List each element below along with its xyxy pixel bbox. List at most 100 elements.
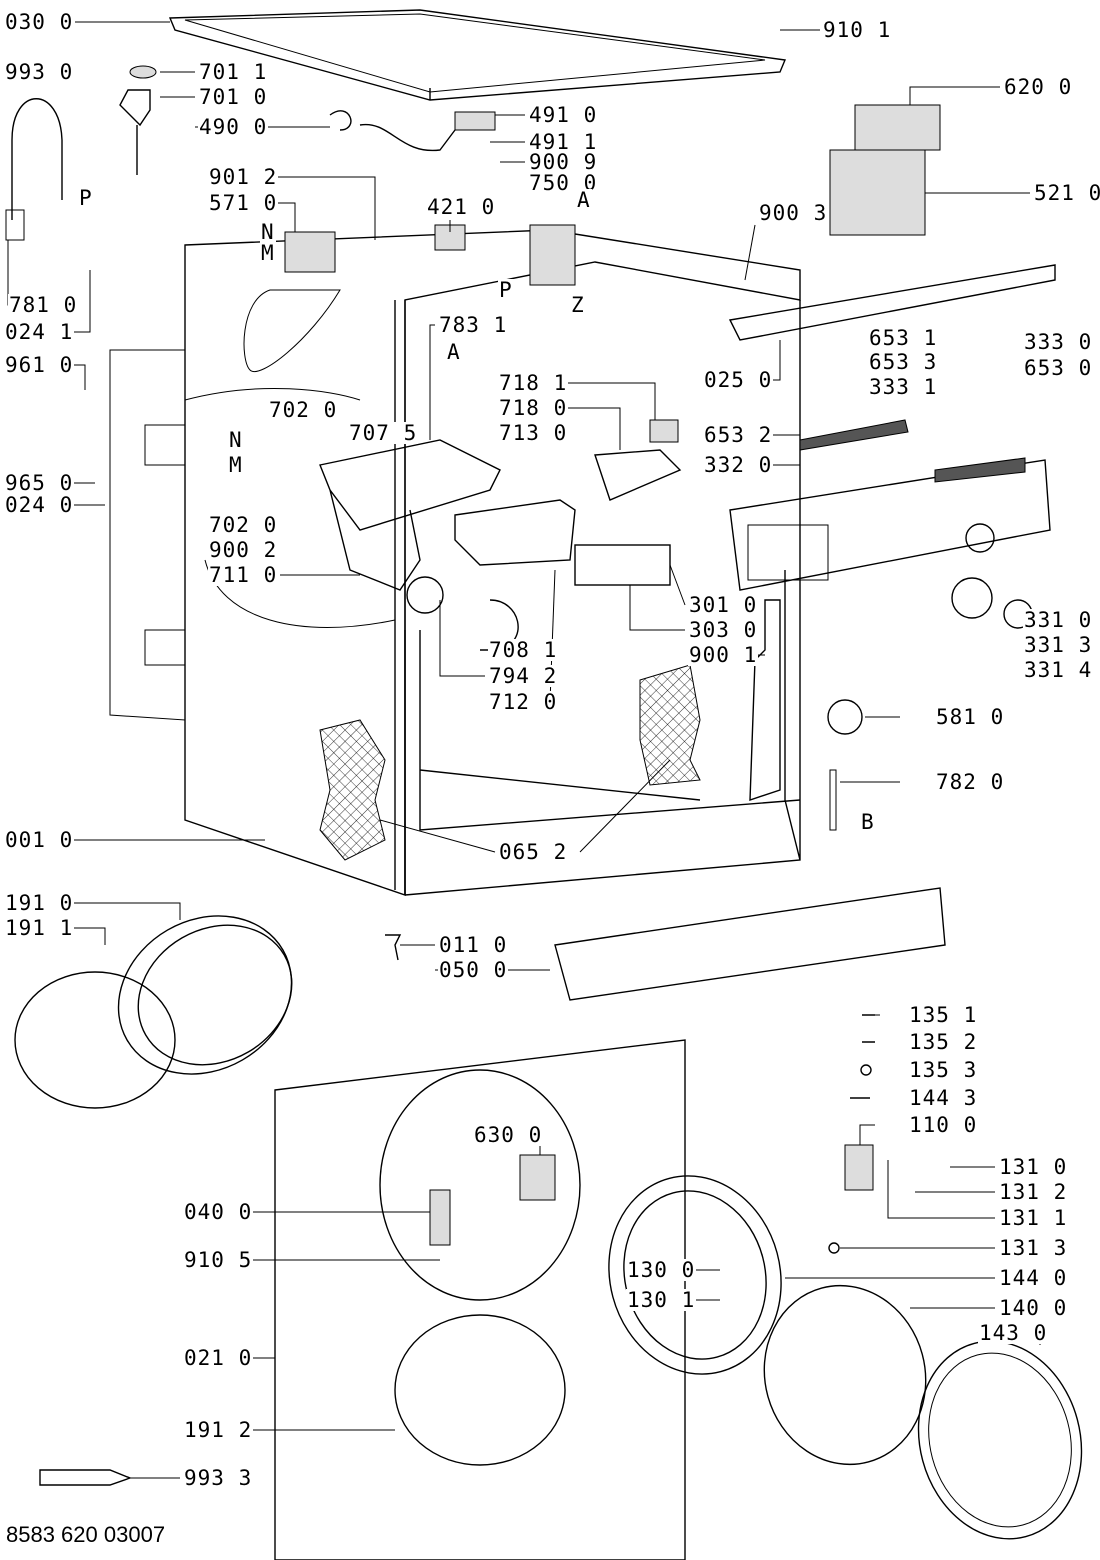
part-label: A	[446, 340, 462, 364]
part-label: 130 0	[626, 1258, 697, 1282]
part-label: 993 0	[4, 60, 75, 84]
part-label: 750 0	[528, 171, 599, 195]
part-label: 131 0	[998, 1155, 1069, 1179]
part-label: 110 0	[908, 1113, 979, 1137]
part-label: 702 0	[208, 513, 279, 537]
part-label: 782 0	[935, 770, 1006, 794]
part-label: 421 0	[426, 195, 497, 219]
part-label: P	[498, 278, 514, 302]
part-label: 140 0	[998, 1296, 1069, 1320]
part-label: 001 0	[4, 828, 75, 852]
part-label: 900 2	[208, 538, 279, 562]
part-label: 024 1	[4, 320, 75, 344]
part-label: 521 0	[1033, 182, 1100, 204]
part-label: 191 2	[183, 1418, 254, 1442]
part-label: 783 1	[438, 313, 509, 337]
part-label: 040 0	[183, 1200, 254, 1224]
part-label: 901 2	[208, 165, 279, 189]
part-label: 030 0	[4, 10, 75, 34]
part-label: 707 5	[348, 421, 419, 445]
diagram-code: 8583 620 03007	[6, 1522, 166, 1547]
kickplate	[554, 887, 946, 1001]
part-label: 713 0	[498, 421, 569, 445]
part-label: 144 0	[998, 1266, 1069, 1290]
part-label: 900 1	[688, 643, 759, 667]
part-label: 011 0	[438, 933, 509, 957]
part-label: 701 0	[198, 85, 269, 109]
part-label: M	[228, 453, 244, 477]
part-label: 024 0	[4, 493, 75, 517]
part-label: 701 1	[198, 60, 269, 84]
part-label: 630 0	[473, 1123, 544, 1147]
inlet-valve	[284, 231, 336, 273]
part-label: 301 0	[688, 593, 759, 617]
part-label: 191 0	[4, 891, 75, 915]
part-label: 491 0	[528, 103, 599, 127]
part-label: 711 0	[208, 563, 279, 587]
part-label: 143 0	[978, 1321, 1049, 1345]
top-panel	[168, 9, 786, 101]
part-label: 050 0	[438, 958, 509, 982]
part-label: 653 2	[703, 423, 774, 447]
drain-hose	[11, 98, 63, 220]
part-label: A	[576, 188, 592, 212]
part-label: Z	[570, 293, 586, 317]
part-label: 910 5	[183, 1248, 254, 1272]
part-label: N	[260, 220, 276, 244]
part-label: 653 0	[1023, 356, 1094, 380]
electronic-module	[829, 149, 926, 236]
suppressor-filter	[529, 224, 576, 286]
part-label: 900 3	[758, 201, 829, 225]
cap-part	[129, 65, 157, 79]
part-label: 653 1	[868, 326, 939, 350]
part-label: B	[860, 810, 876, 834]
crossbar	[728, 264, 1056, 341]
part-label: 781 0	[8, 293, 79, 317]
part-label: 135 2	[908, 1030, 979, 1054]
part-label: 065 2	[498, 840, 569, 864]
part-label: 702 0	[268, 398, 339, 422]
part-label: 131 1	[998, 1206, 1069, 1230]
part-label: 491 1	[528, 130, 599, 154]
part-label: 712 0	[488, 690, 559, 714]
part-label: 718 0	[498, 396, 569, 420]
part-label: 135 1	[908, 1003, 979, 1027]
part-label: 900 9	[528, 150, 599, 174]
part-label: 332 0	[703, 453, 774, 477]
part-label: 333 0	[1023, 330, 1094, 354]
leader-lines	[7, 21, 1041, 1479]
part-label: 135 3	[908, 1058, 979, 1082]
control-board	[854, 104, 941, 151]
part-label: 718 1	[498, 371, 569, 395]
part-label: P	[78, 186, 94, 210]
part-label: M	[260, 241, 276, 265]
part-label: 331 3	[1023, 633, 1094, 657]
part-label: 331 0	[1023, 608, 1094, 632]
part-label: 993 3	[183, 1466, 254, 1490]
part-label: 025 0	[703, 368, 774, 392]
part-label: 131 2	[998, 1180, 1069, 1204]
part-label: 331 4	[1023, 658, 1094, 682]
part-label: 571 0	[208, 191, 279, 215]
part-label: N	[228, 428, 244, 452]
part-label: 490 0	[198, 115, 269, 139]
part-label: 191 1	[4, 916, 75, 940]
front-panel	[274, 1039, 686, 1560]
part-label: 581 0	[935, 705, 1006, 729]
part-label: 303 0	[688, 618, 759, 642]
part-label: 653 3	[868, 350, 939, 374]
part-label: 965 0	[4, 471, 75, 495]
part-label: 910 1	[822, 18, 893, 42]
cabinet	[109, 229, 801, 896]
part-label: 333 1	[868, 375, 939, 399]
part-label: 620 0	[1003, 75, 1074, 99]
part-label: 021 0	[183, 1346, 254, 1370]
insulation-pad-left	[319, 719, 386, 861]
part-label: 144 3	[908, 1086, 979, 1110]
part-label: 708 1	[488, 638, 559, 662]
part-label: 961 0	[4, 353, 75, 377]
part-label: 794 2	[488, 664, 559, 688]
part-label: 131 3	[998, 1236, 1069, 1260]
